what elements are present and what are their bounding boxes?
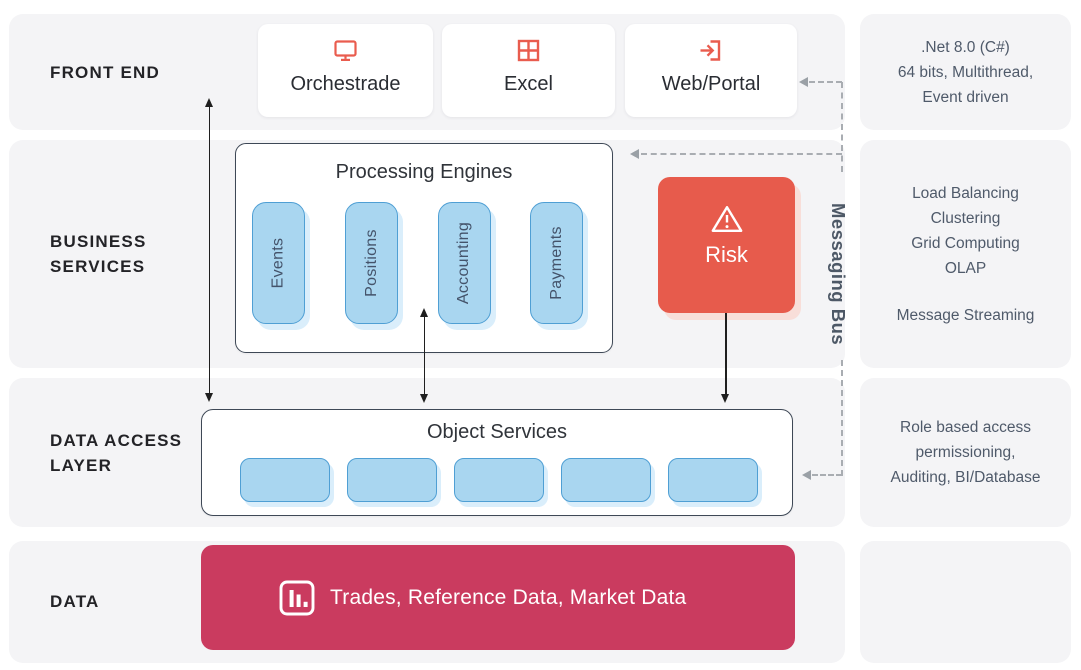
- app-label: Orchestrade: [290, 73, 401, 95]
- spreadsheet-grid-icon: [515, 37, 542, 64]
- object-service-pill: [240, 458, 330, 502]
- object-services-box: Object Services: [201, 409, 793, 516]
- login-arrow-icon: [698, 37, 725, 64]
- messaging-bus-dash-lower: [841, 360, 843, 476]
- data-layer-label: DATA: [50, 592, 100, 611]
- engines-object-services-arrow-up-head: [419, 308, 428, 317]
- object-service-pill: [561, 458, 651, 502]
- app-label: Web/Portal: [661, 73, 761, 95]
- app-box-excel: Excel: [442, 24, 615, 117]
- risk-object-services-arrow-line: [725, 313, 727, 395]
- bus-to-object-services-arrowhead: [802, 469, 811, 480]
- business-services-layer-label: BUSINESS SERVICES: [50, 232, 147, 276]
- front-end-data-access-arrow-up-head: [204, 98, 213, 107]
- engine-pill-payments: Payments: [530, 202, 583, 324]
- object-service-pill: [454, 458, 544, 502]
- bar-chart-icon: [277, 578, 317, 618]
- app-box-orchestrade: Orchestrade: [258, 24, 433, 117]
- messaging-bus-label: Messaging Bus: [828, 202, 849, 346]
- front-end-note: .Net 8.0 (C#) 64 bits, Multithread, Even…: [860, 14, 1071, 130]
- monitor-icon: [332, 37, 359, 64]
- engine-pill-events: Events: [252, 202, 305, 324]
- warning-triangle-icon: [710, 204, 744, 234]
- bus-to-object-services-dash: [812, 474, 842, 476]
- front-end-data-access-arrow-down-head: [204, 393, 213, 402]
- engine-pill-positions: Positions: [345, 202, 398, 324]
- engines-object-services-arrow-line: [423, 316, 426, 395]
- data-banner-label: Trades, Reference Data, Market Data: [330, 585, 687, 609]
- processing-engines-box: Processing Engines Events Positions Acco…: [235, 143, 613, 353]
- object-services-title: Object Services: [426, 421, 568, 443]
- app-label: Excel: [504, 73, 553, 95]
- messaging-bus-dash-upper: [841, 82, 843, 172]
- object-service-pill: [668, 458, 758, 502]
- app-box-web-portal: Web/Portal: [625, 24, 797, 117]
- business-services-note: Load Balancing Clustering Grid Computing…: [860, 140, 1071, 368]
- object-service-pill: [347, 458, 437, 502]
- risk-node: Risk: [658, 177, 795, 313]
- data-banner: Trades, Reference Data, Market Data: [201, 545, 795, 650]
- front-end-layer-label: FRONT END: [50, 63, 160, 82]
- risk-label: Risk: [705, 242, 748, 267]
- bus-to-web-portal-dash: [809, 81, 842, 83]
- bus-to-engines-arrowhead: [630, 148, 639, 159]
- data-access-note: Role based access permissioning, Auditin…: [860, 378, 1071, 527]
- engines-object-services-arrow-down-head: [419, 394, 428, 403]
- front-end-data-access-arrow-line: [208, 106, 211, 394]
- bus-to-web-portal-arrowhead: [799, 76, 808, 87]
- bus-to-engines-dash: [641, 153, 842, 155]
- engine-pill-accounting: Accounting: [438, 202, 491, 324]
- risk-object-services-arrow-down-head: [721, 394, 729, 403]
- data-access-layer-label: DATA ACCESS LAYER: [50, 431, 183, 475]
- data-note-empty: [860, 541, 1071, 663]
- processing-engines-title: Processing Engines: [335, 161, 513, 183]
